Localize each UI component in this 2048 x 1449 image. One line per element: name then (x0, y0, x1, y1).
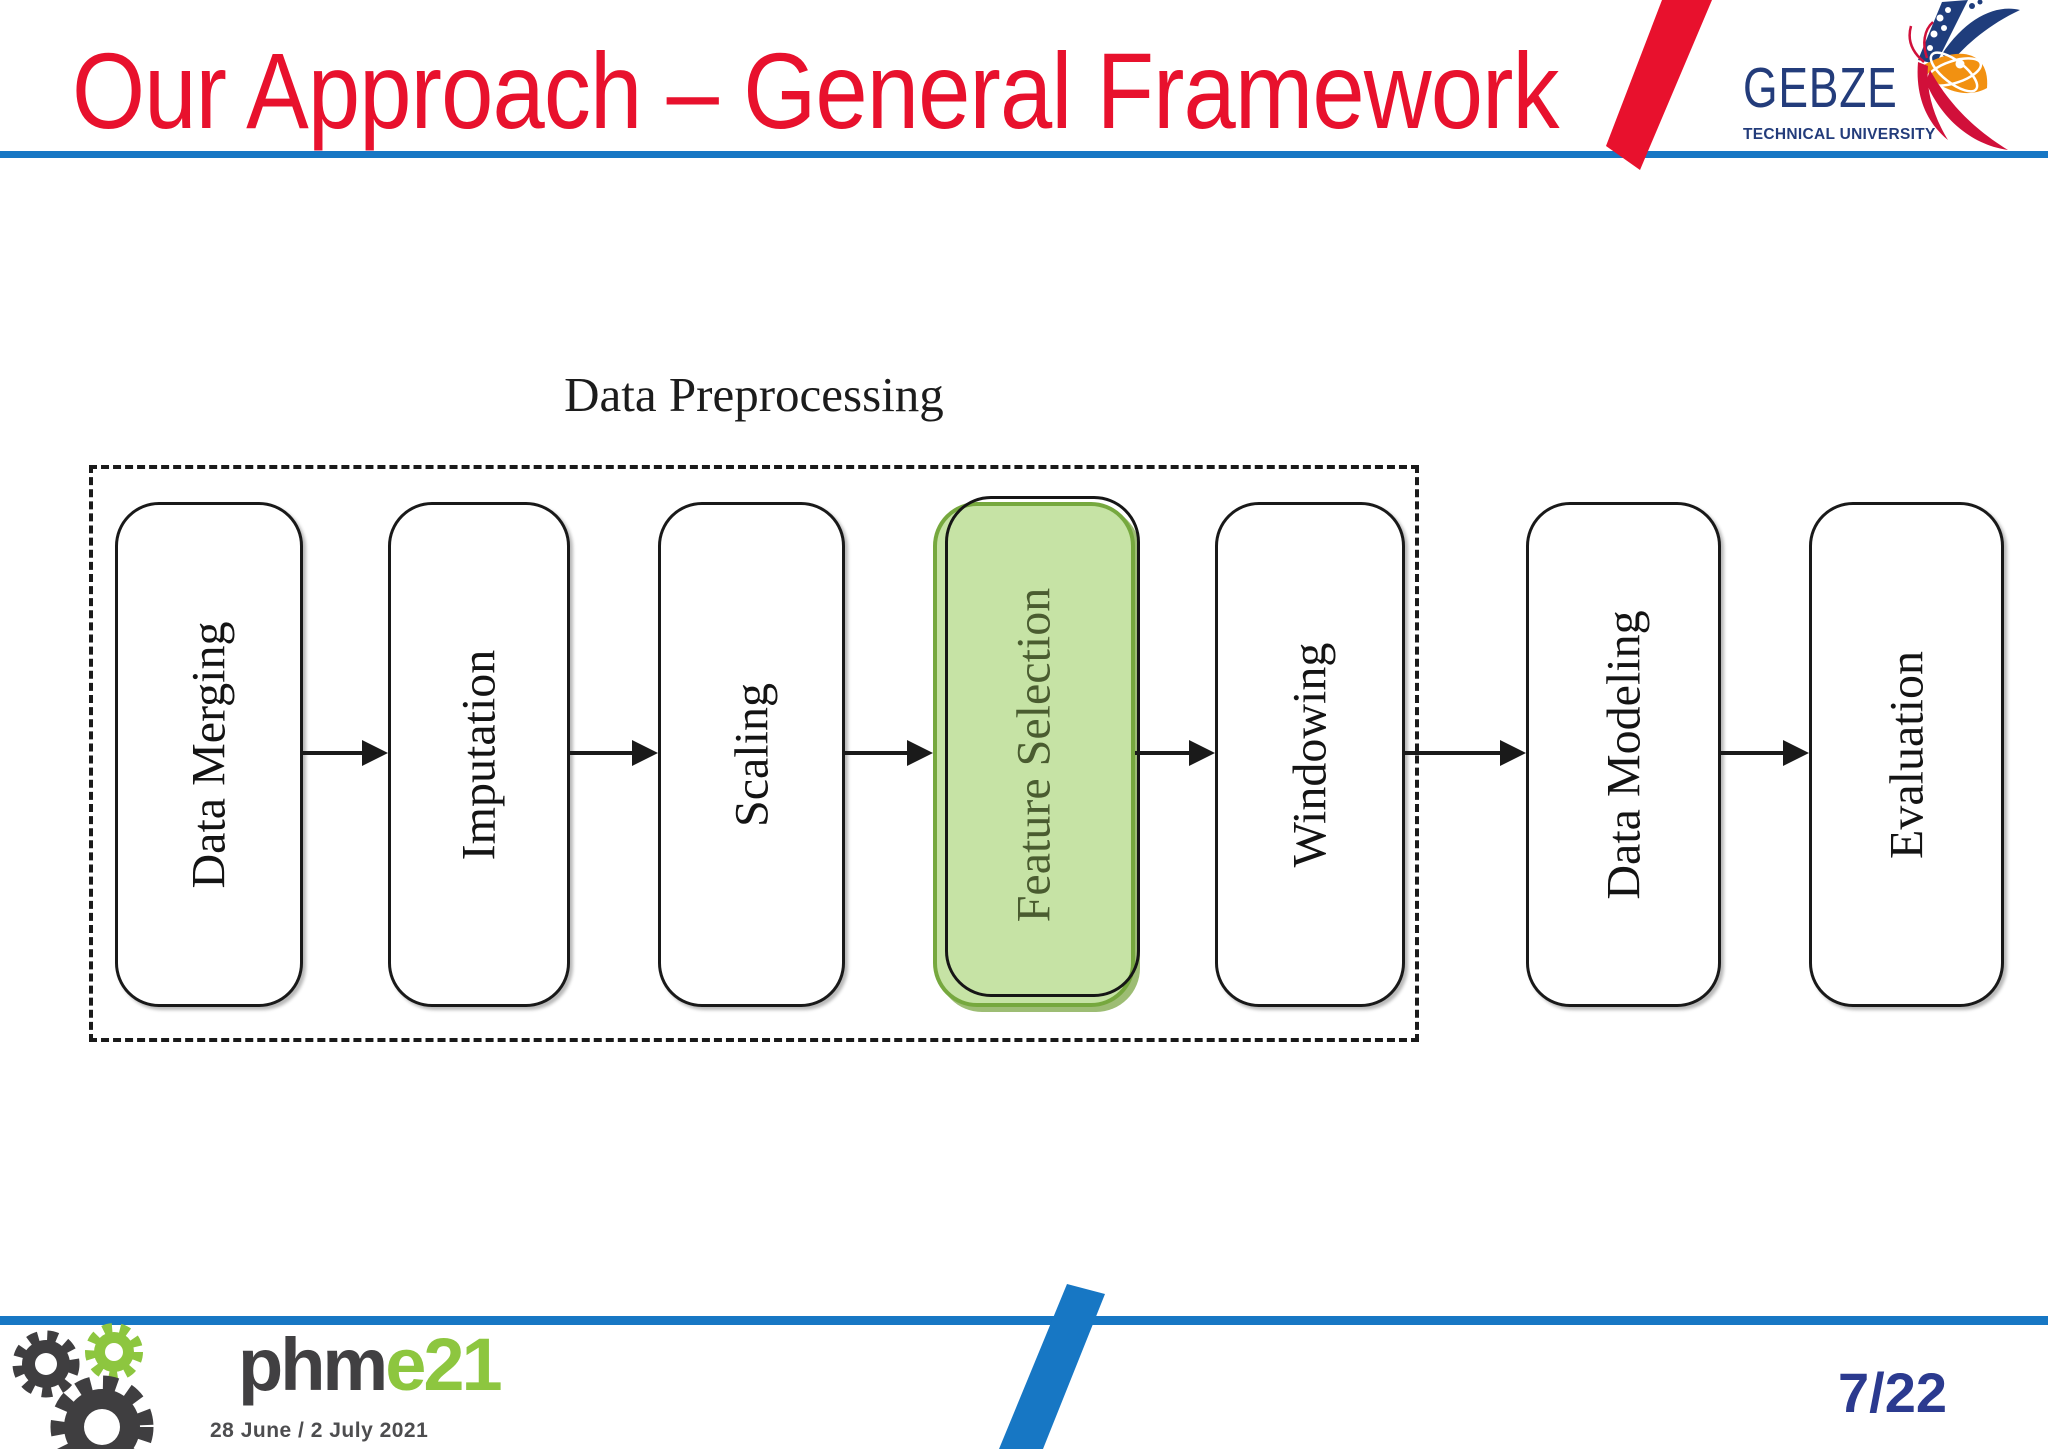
node-label: Imputation (452, 649, 506, 860)
red-diagonal-stripe (1606, 0, 1712, 170)
node-label: Data Modeling (1597, 609, 1650, 900)
butterfly-logo-icon (1908, 0, 2020, 150)
university-logo: GEBZE TECHNICAL UNIVERSITY (1743, 60, 1941, 144)
conference-dates: 28 June / 2 July 2021 (210, 1419, 429, 1442)
node-data-modeling: Data Modeling (1526, 502, 1721, 1007)
node-imputation: Imputation (388, 502, 570, 1007)
footer-divider (0, 1316, 2048, 1325)
blue-diagonal-stripe (999, 1284, 1105, 1449)
node-scaling: Scaling (658, 502, 845, 1007)
node-data-merging: Data Merging (115, 502, 303, 1007)
node-label: Scaling (725, 682, 778, 827)
conference-logo-dark-part: phm (238, 1323, 388, 1406)
preprocessing-group-label: Data Preprocessing (564, 367, 944, 422)
node-label: Feature Selection (1007, 587, 1061, 922)
gear-icon (12, 1323, 154, 1449)
university-subtitle: TECHNICAL UNIVERSITY (1743, 126, 1936, 143)
conference-logo: phme21 (238, 1328, 503, 1402)
node-label: Data Merging (182, 620, 236, 889)
conference-logo-green-part: e21 (385, 1323, 502, 1406)
header-divider (0, 151, 2048, 158)
node-feature-selection-highlighted: Feature Selection (933, 496, 1140, 1007)
node-evaluation: Evaluation (1809, 502, 2004, 1007)
node-label: Windowing (1283, 642, 1337, 867)
university-name: GEBZE (1743, 56, 1898, 120)
page-title: Our Approach – General Framework (72, 30, 1559, 151)
node-label: Evaluation (1880, 650, 1933, 859)
page-number: 7/22 (1838, 1361, 1947, 1424)
node-windowing: Windowing (1215, 502, 1405, 1007)
